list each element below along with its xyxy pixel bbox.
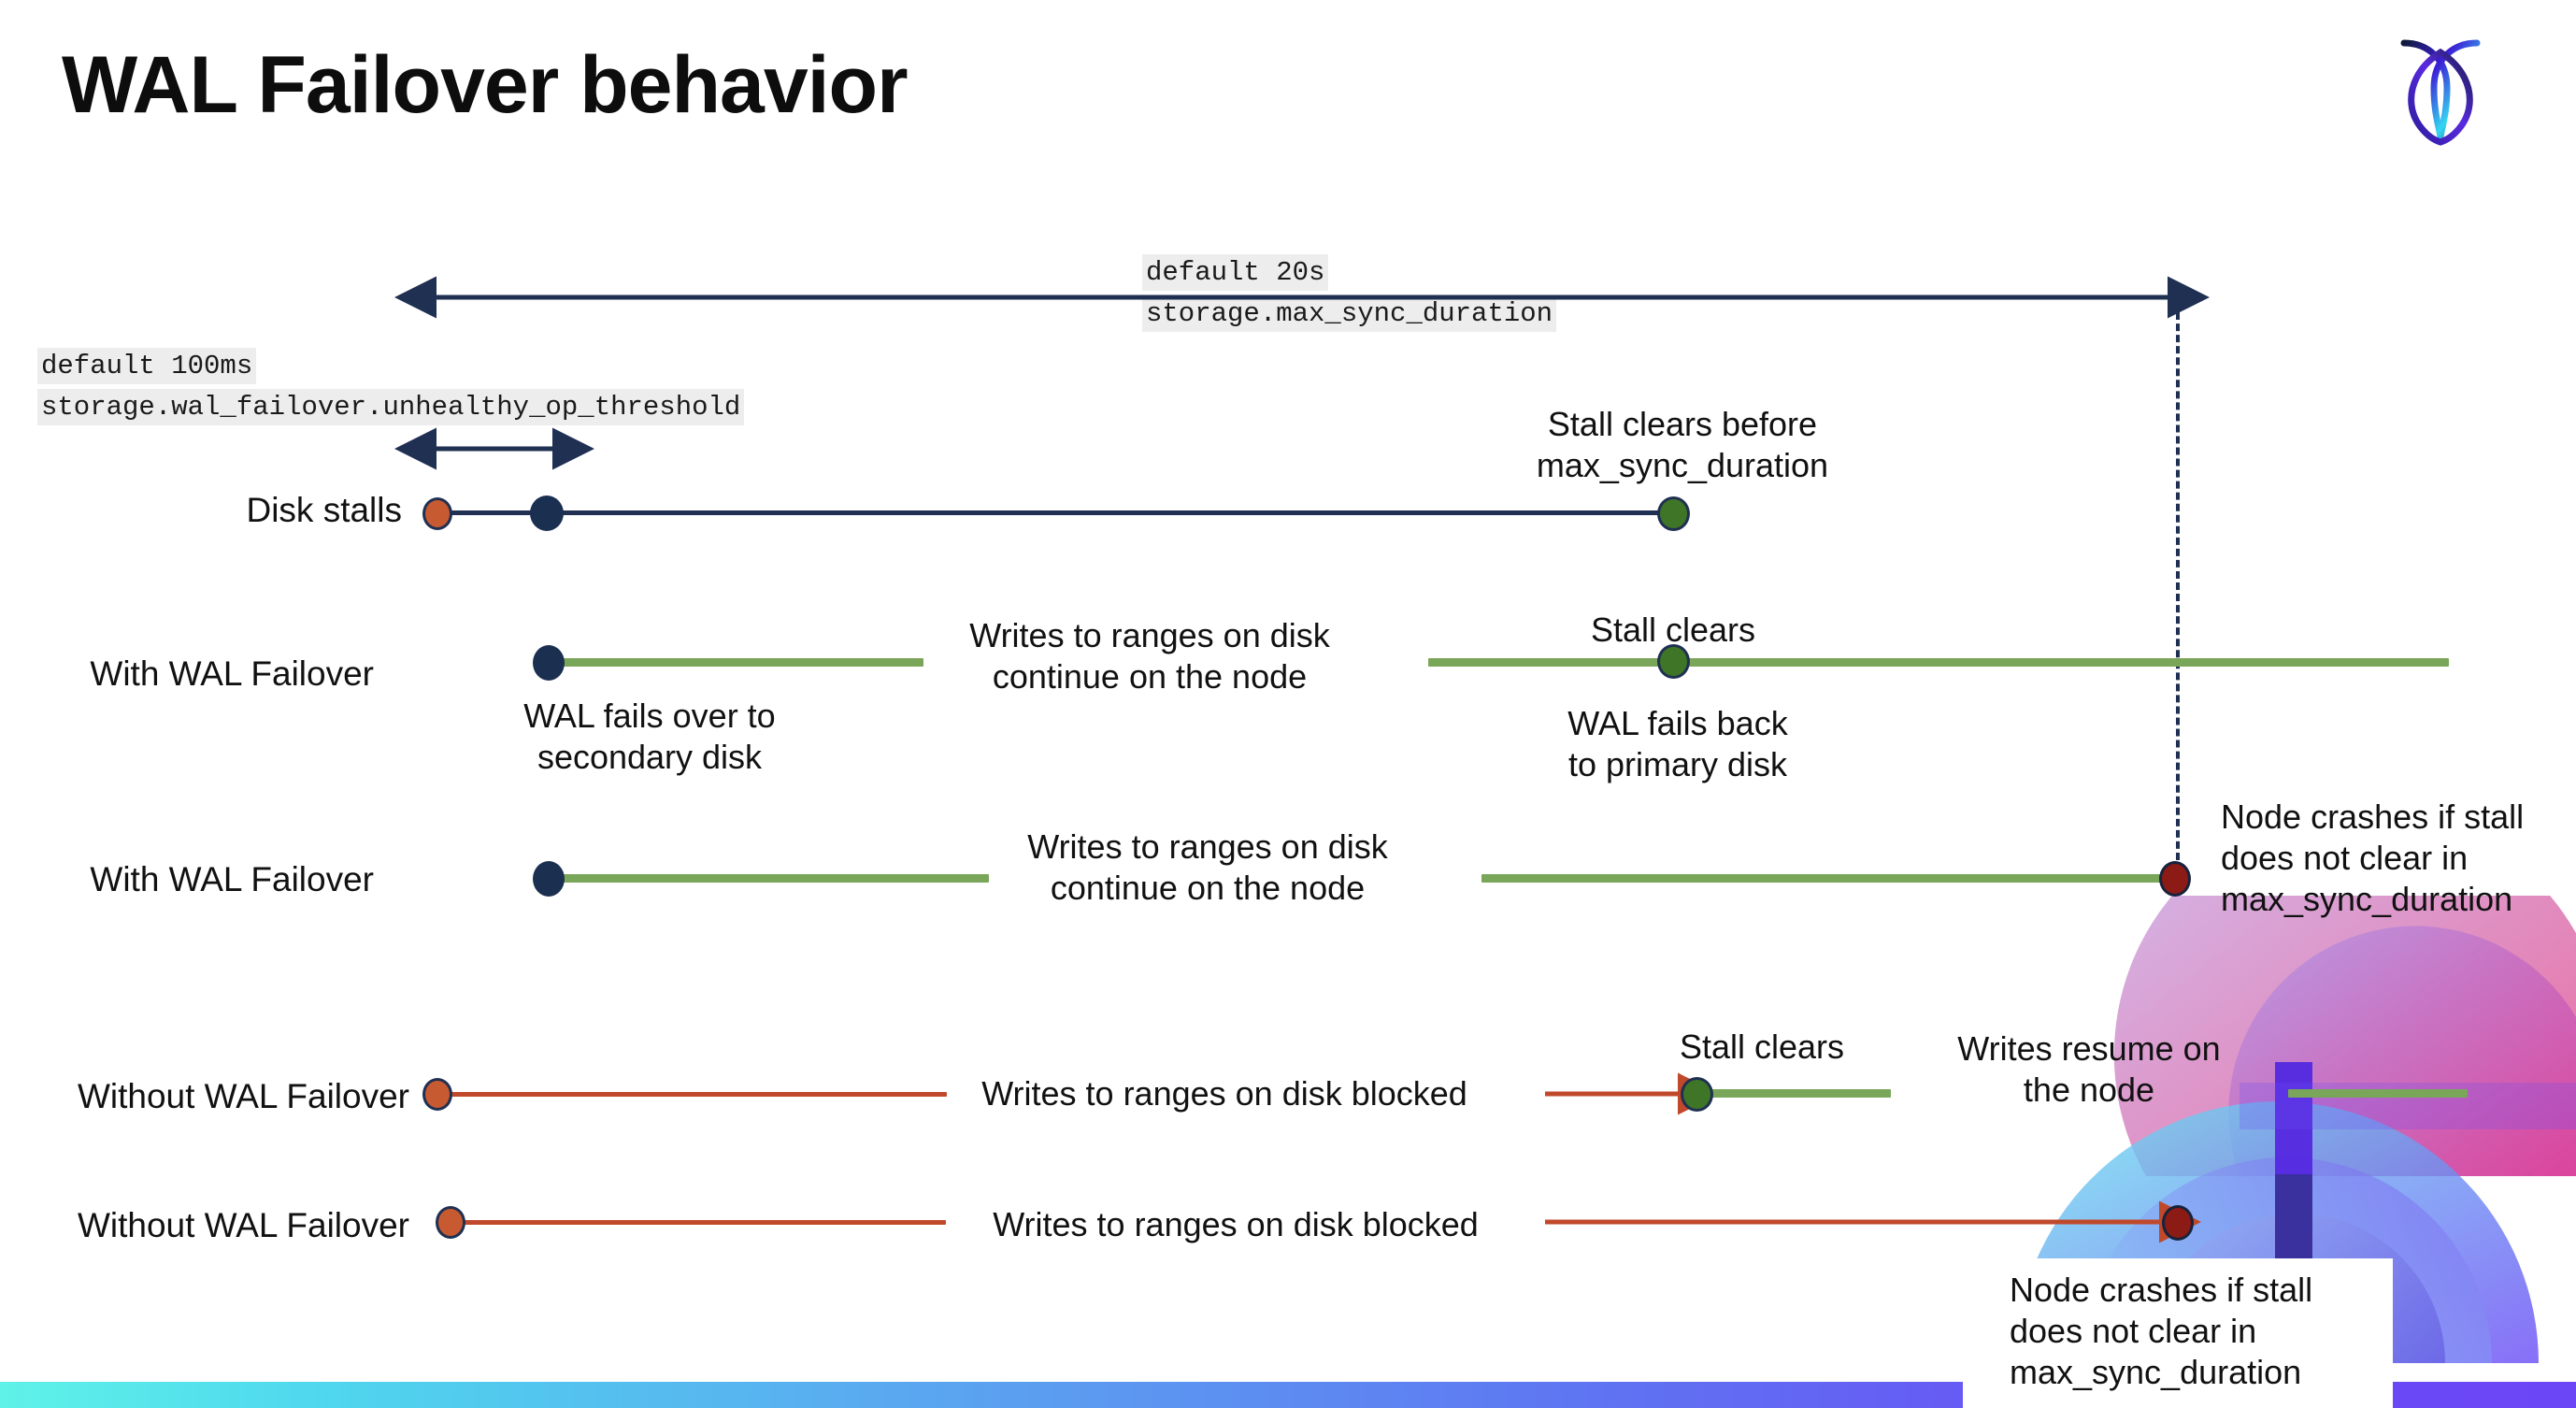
note-node-crashes-row5: Node crashes if stall does not clear in … [2010, 1271, 2313, 1391]
cockroachdb-logo-icon [2389, 26, 2492, 148]
page-title: WAL Failover behavior [62, 40, 909, 130]
note-writes-blocked-row4: Writes to ranges on disk blocked [981, 1074, 1467, 1113]
marker-stall-clears-row2[interactable] [1657, 644, 1690, 679]
timeline-segment-row2-b [1428, 658, 2449, 667]
note-wal-fails-over: WAL fails over to secondary disk [523, 697, 776, 776]
note-stall-clears-row4: Stall clears [1679, 1027, 1845, 1066]
marker-stall-clears-row1[interactable] [1657, 496, 1690, 531]
note-writes-continue-row3: Writes to ranges on disk continue on the… [1027, 827, 1388, 907]
marker-stall-start-row1[interactable] [422, 497, 452, 530]
timeline-segment-row3-b [1481, 874, 2175, 883]
marker-node-crash-row3[interactable] [2159, 861, 2191, 897]
marker-threshold-exceeded-row1[interactable] [530, 496, 564, 531]
marker-stall-clears-row4[interactable] [1681, 1077, 1713, 1112]
setting-default-unhealthy-op-threshold: default 100ms [37, 348, 257, 385]
marker-node-crash-row5[interactable] [2162, 1205, 2194, 1241]
note-stall-clears-before: Stall clears before max_sync_duration [1536, 405, 1829, 484]
note-writes-resume: Writes resume on the node [1957, 1029, 2221, 1109]
row-label-with-wal-failover-1: With WAL Failover [90, 654, 374, 693]
row-label-without-wal-failover-1: Without WAL Failover [77, 1077, 409, 1115]
timeline-segment-row5-a [451, 1220, 946, 1225]
timeline-segment-row4-c [2288, 1089, 2468, 1098]
setting-name-unhealthy-op-threshold: storage.wal_failover.unhealthy_op_thresh… [37, 389, 745, 426]
row-label-with-wal-failover-2: With WAL Failover [90, 860, 374, 898]
marker-wal-fails-over-row2[interactable] [533, 645, 565, 681]
timeline-segment-disk-stalls [437, 510, 1676, 515]
note-writes-continue-row2: Writes to ranges on disk continue on the… [969, 616, 1330, 696]
timeline-segment-row3-a [550, 874, 989, 883]
timeline-segment-row2-a [550, 658, 923, 667]
timeline-segment-row4-b [1699, 1089, 1891, 1098]
note-writes-blocked-row5: Writes to ranges on disk blocked [993, 1205, 1479, 1243]
marker-stall-start-row5[interactable] [436, 1206, 465, 1239]
row-label-disk-stalls: Disk stalls [246, 491, 402, 529]
note-stall-clears-row2: Stall clears [1590, 611, 1756, 649]
note-backdrop [1963, 1258, 2393, 1408]
note-node-crashes-row3: Node crashes if stall does not clear in … [2221, 797, 2525, 918]
row-label-without-wal-failover-2: Without WAL Failover [77, 1206, 409, 1244]
marker-stall-start-row4[interactable] [422, 1078, 452, 1111]
max-sync-duration-guideline [2176, 301, 2180, 871]
marker-wal-fails-over-row3[interactable] [533, 861, 565, 897]
timeline-segment-row4-a [437, 1092, 947, 1097]
note-wal-fails-back: WAL fails back to primary disk [1567, 704, 1788, 783]
